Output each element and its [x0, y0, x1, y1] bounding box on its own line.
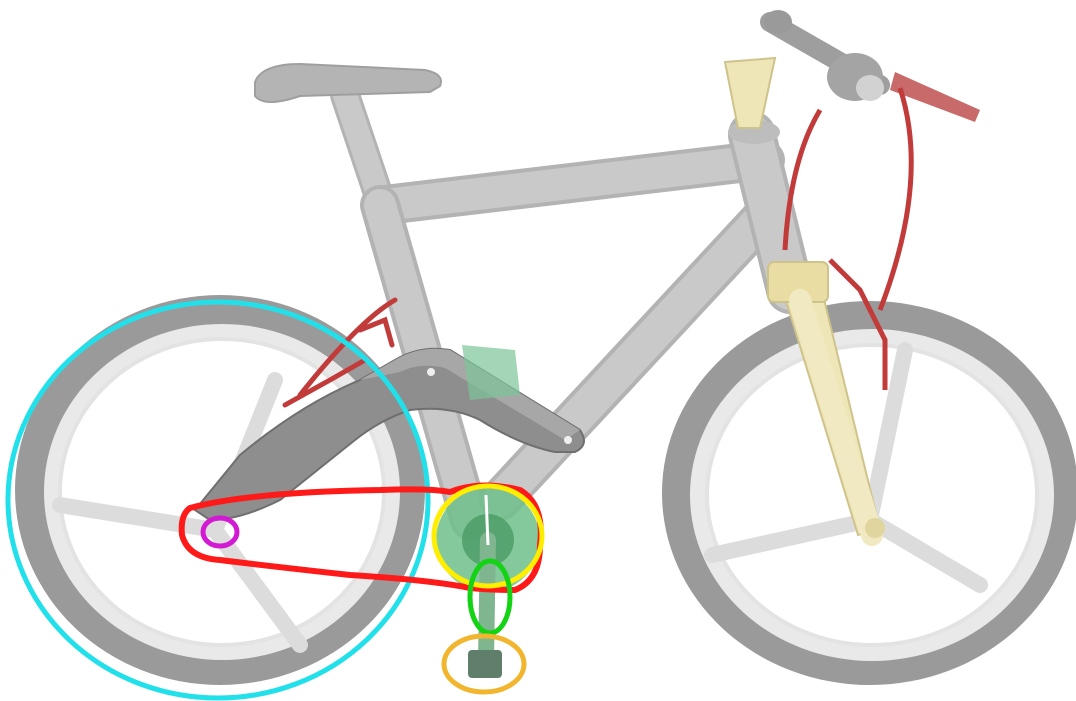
grip-end [856, 75, 884, 101]
crank-arm [486, 540, 488, 660]
front-axle [865, 518, 885, 538]
front-brake-cable [880, 88, 911, 310]
pivot-bolt [564, 436, 572, 444]
crank-spindle [486, 495, 488, 545]
top-tube [385, 160, 765, 205]
grip-left [764, 10, 792, 34]
pivot-bolt [427, 368, 435, 376]
chainring-upper [462, 345, 520, 400]
pedal [468, 650, 502, 678]
